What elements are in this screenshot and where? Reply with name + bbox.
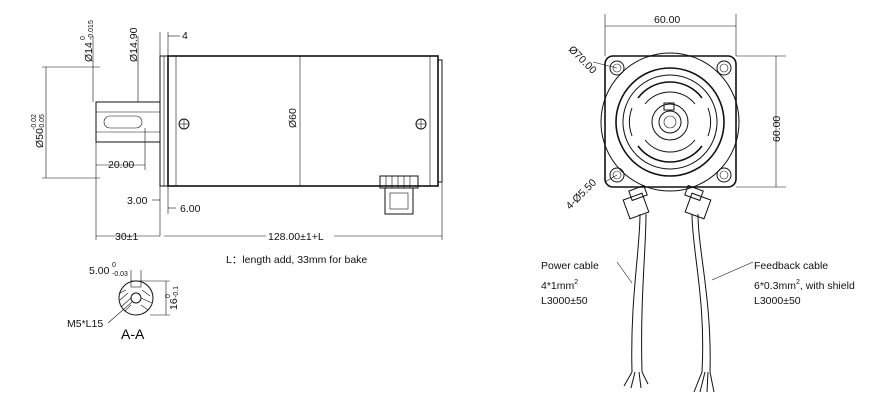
key-depth-label: 16 0 -0.1 xyxy=(165,286,180,310)
bolt-circle xyxy=(600,52,740,192)
key-width-label: 5.00 xyxy=(89,265,110,277)
body-length-label: 128.00±1+L xyxy=(268,231,324,243)
width-label: 60.00 xyxy=(654,14,680,26)
thread-label: M5*L15 xyxy=(67,318,103,330)
motor-shaft xyxy=(95,101,161,143)
feedback-cable-label: Feedback cable 6*0.3mm2, with shield L30… xyxy=(754,260,855,307)
cable-gland xyxy=(379,175,419,215)
arc-slot xyxy=(637,145,703,163)
shaft-center xyxy=(663,115,677,129)
arc-slot xyxy=(637,81,703,99)
section-label: A-A xyxy=(121,326,145,342)
flange-thickness-label: 4 xyxy=(182,30,188,42)
bolt-circle-label: Ø70.00 xyxy=(566,44,599,77)
end-cap xyxy=(437,59,443,183)
holes-label: 4-Ø5.50 xyxy=(564,177,599,212)
pilot-dia-label: Ø14.90 xyxy=(128,27,140,62)
step-label: 6.00 xyxy=(180,203,201,215)
motor-body xyxy=(167,55,439,187)
arc-slot xyxy=(707,107,712,137)
shaft-end xyxy=(658,110,682,134)
svg-text:Ø50: Ø50 xyxy=(34,128,46,148)
power-cable xyxy=(641,213,647,373)
mounting-hole xyxy=(716,167,732,183)
power-cable-spec: 4*1mm2 xyxy=(541,279,578,292)
svg-text:-0.05: -0.05 xyxy=(39,114,46,130)
screw-icon xyxy=(415,118,427,130)
label-mask xyxy=(266,229,334,243)
svg-text:-0.1: -0.1 xyxy=(173,286,180,298)
flange-dia-label: Ø50 -0.02 -0.05 xyxy=(31,114,46,148)
svg-text:-0.015: -0.015 xyxy=(88,20,95,40)
leader-line xyxy=(604,174,618,183)
boss-inner xyxy=(622,74,718,170)
power-cable-length: L3000±50 xyxy=(541,295,588,307)
feedback-cable-gland xyxy=(684,184,712,220)
power-cable xyxy=(631,213,641,373)
thread-hole xyxy=(130,292,142,304)
power-cable-gland xyxy=(622,184,650,220)
shaft-dia-label: Ø14 0 -0.015 xyxy=(80,20,95,62)
leader-line xyxy=(711,261,754,281)
leader-line xyxy=(592,61,618,69)
power-cable-title: Power cable xyxy=(541,260,599,272)
leader-line xyxy=(107,301,133,324)
square-flange xyxy=(604,55,737,188)
feedback-cable-spec: 6*0.3mm2, with shield xyxy=(754,279,855,292)
svg-text:0: 0 xyxy=(165,294,172,298)
feedback-cable-title: Feedback cable xyxy=(754,260,828,272)
svg-text:16: 16 xyxy=(168,298,180,310)
key-width-tol-upper: 0 xyxy=(112,262,116,269)
section-view: 5.00 0 -0.03 16 0 -0.1 M5*L15 A-A xyxy=(67,262,180,342)
arc-slot xyxy=(644,139,696,153)
feedback-cable-wires xyxy=(693,371,715,393)
arc-slot xyxy=(644,91,696,105)
arc-slot xyxy=(628,107,633,137)
svg-text:Ø14: Ø14 xyxy=(83,42,95,62)
key-width-tol-lower: -0.03 xyxy=(112,271,128,278)
svg-text:0: 0 xyxy=(80,36,87,40)
mounting-hole xyxy=(609,60,625,76)
power-cable-label: Power cable 4*1mm2 L3000±50 xyxy=(541,260,599,307)
body-dia-label: Ø60 xyxy=(287,108,299,128)
screw-icon xyxy=(178,118,190,130)
shaft-key xyxy=(663,102,675,111)
shoulder-label: 3.00 xyxy=(127,195,148,207)
feedback-cable xyxy=(691,213,704,373)
front-view: 60.00 60.00 Ø70.00 4-Ø5.50 xyxy=(564,14,786,393)
power-cable-wires xyxy=(623,371,649,389)
svg-text:-0.02: -0.02 xyxy=(31,114,38,130)
height-label: 60.00 xyxy=(771,116,783,142)
boss-outer xyxy=(615,67,725,177)
hub-ring xyxy=(651,103,689,141)
leader-line xyxy=(616,261,633,284)
mounting-hole xyxy=(716,60,732,76)
section-hatching xyxy=(119,289,153,312)
feedback-cable-length: L3000±50 xyxy=(754,295,801,307)
feedback-cable xyxy=(697,213,711,373)
mounting-hole xyxy=(609,167,625,183)
shaft-length-label: 30±1 xyxy=(115,231,138,243)
key-length-label: 20.00 xyxy=(108,159,134,171)
key-slot xyxy=(130,280,142,288)
length-note: L：length add, 33mm for bake xyxy=(226,254,367,266)
side-view: Ø50 -0.02 -0.05 Ø14 0 -0.015 Ø14.90 4 20… xyxy=(31,20,443,243)
shaft-keyway xyxy=(103,115,143,129)
